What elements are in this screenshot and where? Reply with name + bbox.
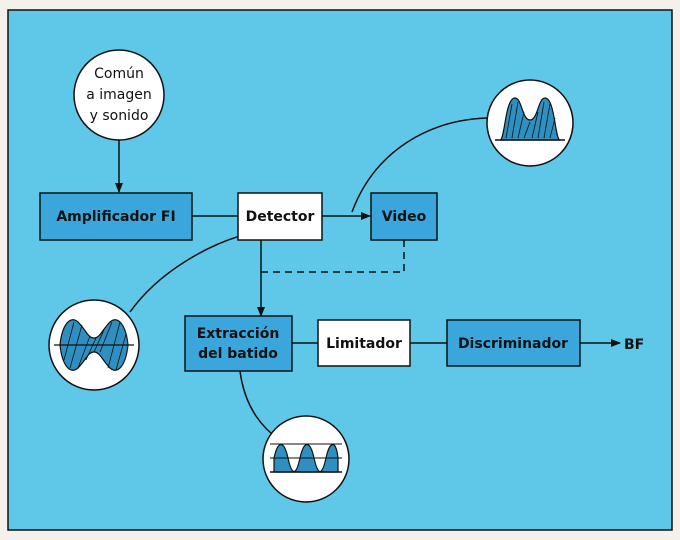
output-label: BF xyxy=(624,337,644,353)
sine-beat-waveform-icon xyxy=(262,415,350,503)
block-discriminador-label: Discriminador xyxy=(458,336,568,352)
block-detector: Detector xyxy=(237,192,323,241)
block-extraccion: Extracción del batido xyxy=(184,315,293,372)
block-detector-label: Detector xyxy=(246,209,315,225)
callout-line-detector-wave xyxy=(129,235,241,313)
block-video-label: Video xyxy=(382,209,427,225)
input-circle: Común a imagen y sonido xyxy=(73,49,165,141)
block-discriminador: Discriminador xyxy=(446,319,581,367)
block-video: Video xyxy=(370,192,438,241)
connectors xyxy=(115,117,621,441)
callout-line-video-wave xyxy=(351,117,488,213)
block-extraccion-line-2: del batido xyxy=(198,346,278,362)
block-amplificador-label: Amplificador FI xyxy=(56,209,175,225)
block-limitador-label: Limitador xyxy=(326,336,402,352)
modulated-carrier-waveform-icon xyxy=(48,299,140,391)
video-waveform-icon xyxy=(486,79,574,167)
input-circle-line-3: y sonido xyxy=(90,108,149,124)
block-limitador: Limitador xyxy=(317,319,411,367)
block-amplificador: Amplificador FI xyxy=(39,192,193,241)
input-circle-line-2: a imagen xyxy=(86,87,152,103)
block-extraccion-line-1: Extracción xyxy=(197,326,280,342)
input-circle-line-1: Común xyxy=(94,66,144,82)
